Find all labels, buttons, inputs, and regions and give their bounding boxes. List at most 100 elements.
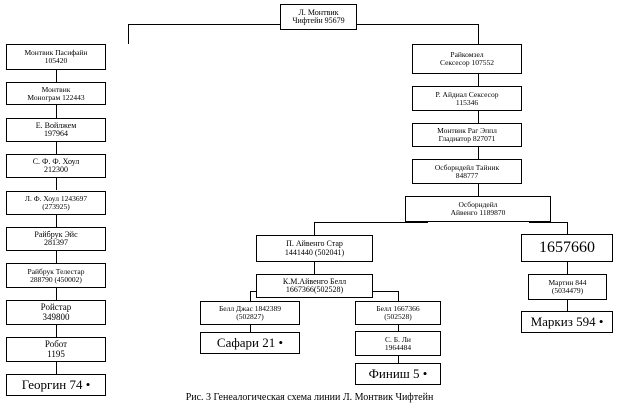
node-mid-2-line1: К.М.Айвенго Белл: [282, 276, 347, 286]
node-left-7-line2: 288790 (450002): [30, 274, 82, 284]
node-left-2[interactable]: Монтвик Монограм 122443: [6, 82, 106, 105]
node-mid-right-2-line1: С. Б. Ли: [385, 334, 411, 344]
node-far-right-3-line1: Маркиз 594 •: [530, 314, 604, 330]
node-left-3[interactable]: Е. Войлжем 197964: [6, 118, 106, 142]
node-left-10-line1: Георгин 74 •: [21, 377, 91, 393]
connector-farright-2-3: [567, 300, 568, 311]
node-left-4-line2: 212300: [44, 165, 68, 174]
connector-midright-1-2: [398, 325, 399, 331]
connector-bell-right-drop: [398, 291, 399, 301]
node-mid-right-3-line1: Финиш 5 •: [368, 366, 428, 382]
node-mid-left-1[interactable]: Белл Джас 1842389 (502827): [200, 301, 300, 325]
node-right-2-line2: 115346: [455, 97, 479, 107]
connector-bell-left-drop: [250, 291, 251, 301]
node-left-2-line1: Монтвик: [41, 84, 71, 94]
node-left-8[interactable]: Ройстар 349800: [6, 300, 106, 325]
node-mid-right-2-line2: 1964484: [384, 342, 412, 352]
node-left-6-line1: Райбрук Эйс: [34, 229, 78, 239]
node-mid-right-2[interactable]: С. Б. Ли 1964484: [355, 331, 441, 356]
connector-right-4-5: [478, 184, 479, 196]
connector-ivanhoe-left: [314, 222, 428, 223]
node-left-4-line1: С. Ф. Ф. Хоул: [32, 156, 80, 166]
node-right-1[interactable]: Райкомзел Сексесор 107552: [412, 44, 522, 74]
node-mid-left-2[interactable]: Сафари 21 •: [200, 332, 300, 354]
node-far-right-3[interactable]: Маркиз 594 •: [521, 311, 613, 333]
node-right-5-line2: Айвенго 1189870: [450, 208, 506, 217]
connector-left-2-3: [56, 105, 57, 118]
connector-right-3-4: [478, 147, 479, 159]
node-right-2-line1: Р. Айдиал Сексесор: [435, 89, 499, 99]
node-mid-left-1-line1: Белл Джас 1842389: [218, 304, 282, 314]
node-right-4[interactable]: Осборндейл Тайник 848777: [412, 159, 522, 184]
node-left-2-line2: Монограм 122443: [27, 92, 85, 102]
node-right-3-line1: Монтвик Раг Эппл: [437, 126, 497, 136]
node-right-5[interactable]: Осборндейл Айвенго 1189870: [405, 196, 551, 222]
node-left-6-line2: 281397: [44, 238, 68, 247]
node-mid-right-1[interactable]: Белл 1667366 (502528): [355, 301, 441, 325]
node-left-9[interactable]: Робот 1195: [6, 337, 106, 362]
node-left-5-line2: (273925): [42, 202, 70, 211]
connector-left-3-4: [56, 142, 57, 154]
node-left-8-line1: Ройстар: [40, 302, 72, 313]
connector-left-8-9: [56, 325, 57, 337]
node-left-3-line2: 197964: [44, 129, 68, 138]
connector-left-5-6: [56, 215, 57, 227]
connector-root-left-drop: [128, 24, 129, 44]
node-mid-1[interactable]: П. Айвенго Стар 1441440 (502041): [256, 235, 373, 262]
connector-left-1-2: [56, 70, 57, 82]
connector-ivanhoe-right: [529, 222, 567, 223]
node-right-3-line2: Гладиатор 827071: [438, 134, 496, 143]
node-left-10[interactable]: Георгин 74 •: [6, 374, 106, 396]
connector-ivanhoe-left-drop: [314, 222, 315, 235]
connector-root-right: [357, 24, 478, 25]
connector-ivanhoe-right-drop: [567, 222, 568, 234]
node-far-right-1[interactable]: 1657660: [521, 234, 613, 262]
node-mid-2[interactable]: К.М.Айвенго Белл 1667366(502528): [256, 274, 373, 298]
node-right-4-line2: 848777: [455, 170, 479, 180]
node-left-9-line2: 1195: [47, 348, 65, 359]
node-right-3[interactable]: Монтвик Раг Эппл Гладиатор 827071: [412, 123, 522, 147]
node-right-1-line1: Райкомзел: [450, 50, 484, 60]
connector-root-left: [128, 24, 280, 25]
node-left-1[interactable]: Монтвик Пасифайн 105420: [6, 44, 106, 70]
node-mid-1-line1: П. Айвенго Стар: [286, 239, 343, 249]
connector-root-right-drop: [478, 24, 479, 44]
node-left-3-line1: Е. Войлжем: [35, 120, 77, 130]
node-mid-1-line2: 1441440 (502041): [284, 247, 345, 257]
node-left-6[interactable]: Райбрук Эйс 281397: [6, 227, 106, 251]
node-right-1-line2: Сексесор 107552: [439, 58, 495, 67]
connector-midleft-1-2: [250, 325, 251, 332]
connector-left-9-10: [56, 362, 57, 374]
node-root[interactable]: Л. Монтвик Чифтейн 95679: [280, 4, 357, 30]
node-mid-right-1-line1: Белл 1667366: [376, 304, 420, 314]
node-left-7-line1: Райбрук Телестар: [27, 266, 85, 276]
connector-right-2-3: [478, 111, 479, 123]
node-left-5-line1: Л. Ф. Хоул 1243697: [24, 194, 88, 204]
node-left-5[interactable]: Л. Ф. Хоул 1243697 (273925): [6, 191, 106, 215]
node-left-4[interactable]: С. Ф. Ф. Хоул 212300: [6, 154, 106, 178]
node-right-5-line1: Осборндейл: [458, 200, 498, 210]
node-mid-right-3[interactable]: Финиш 5 •: [355, 363, 441, 385]
node-left-9-line1: Робот: [44, 339, 68, 350]
node-far-right-2-line2: (5034479): [551, 286, 584, 295]
node-root-line1: Л. Монтвик: [298, 7, 339, 17]
connector-farright-1-2: [567, 262, 568, 274]
connector-right-1-2: [478, 74, 479, 86]
node-left-1-line1: Монтвик Пасифайн: [24, 48, 88, 58]
node-far-right-2-line1: Мартин 844: [548, 278, 587, 288]
connector-mid-1-2: [314, 262, 315, 274]
node-right-2[interactable]: Р. Айдиал Сексесор 115346: [412, 86, 522, 111]
connector-left-6-7: [56, 251, 57, 263]
node-mid-right-1-line2: (502528): [384, 312, 412, 321]
node-left-8-line2: 349800: [42, 311, 70, 322]
node-mid-left-2-line1: Сафари 21 •: [216, 335, 284, 351]
node-mid-left-1-line2: (502827): [236, 312, 264, 321]
node-left-7[interactable]: Райбрук Телестар 288790 (450002): [6, 263, 106, 288]
connector-midright-2-3: [398, 356, 399, 363]
connector-left-7-8: [56, 288, 57, 300]
node-right-4-line1: Осборндейл Тайник: [434, 162, 500, 172]
node-left-1-line2: 105420: [44, 56, 68, 65]
node-far-right-2[interactable]: Мартин 844 (5034479): [528, 274, 607, 300]
connector-left-4-5: [56, 178, 57, 190]
